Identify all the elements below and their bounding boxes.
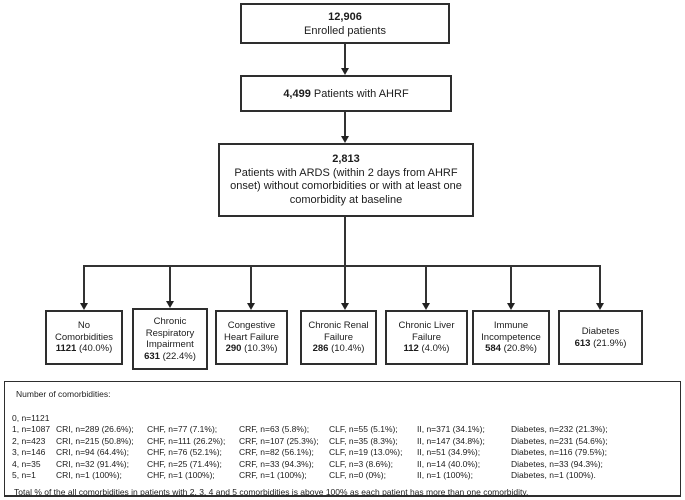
comorbidity-summary-box: Number of comorbidities: 0, n=1121 1, n=… bbox=[4, 381, 681, 497]
arrow-down-icon bbox=[595, 303, 604, 310]
ahrf-line: 4,499 Patients with AHRF bbox=[283, 87, 408, 101]
ahrf-label: Patients with AHRF bbox=[313, 87, 409, 100]
ards-count: 2,813 bbox=[332, 153, 360, 165]
connector-line bbox=[425, 265, 427, 304]
connector-line bbox=[510, 265, 512, 304]
summary-title: Number of comorbidities: bbox=[16, 389, 111, 399]
comorbidity-stat: 1121 (40.0%) bbox=[55, 343, 113, 355]
enrolled-patients-box: 12,906 Enrolled patients bbox=[240, 3, 450, 44]
summary-footnote: Total % of the all comorbidities in pati… bbox=[14, 487, 529, 498]
comorbidity-box-no-comorbidities: No Comorbidities 1121 (40.0%) bbox=[45, 310, 123, 365]
ahrf-count: 4,499 bbox=[283, 87, 311, 100]
arrow-down-icon bbox=[506, 303, 515, 310]
comorbidity-name: Congestive Heart Failure bbox=[224, 320, 279, 343]
summary-row-0: 0, n=1121 bbox=[12, 413, 50, 423]
connector-line bbox=[344, 44, 346, 68]
ahrf-patients-box: 4,499 Patients with AHRF bbox=[240, 75, 452, 112]
comorbidity-box-chronic-renal-failure: Chronic Renal Failure 286 (10.4%) bbox=[300, 310, 377, 365]
comorbidity-name: Chronic Renal Failure bbox=[308, 320, 369, 343]
connector-line bbox=[344, 217, 346, 265]
connector-line bbox=[169, 265, 171, 302]
arrow-down-icon bbox=[340, 303, 349, 310]
comorbidity-box-diabetes: Diabetes 613 (21.9%) bbox=[558, 310, 643, 365]
comorbidity-name: Immune Incompetence bbox=[481, 320, 541, 343]
connector-line bbox=[344, 265, 346, 304]
ards-patients-box: 2,813 Patients with ARDS (within 2 days … bbox=[218, 143, 474, 217]
comorbidity-box-congestive-heart-failure: Congestive Heart Failure 290 (10.3%) bbox=[215, 310, 288, 365]
connector-line bbox=[344, 112, 346, 136]
enrolled-label: Enrolled patients bbox=[304, 24, 386, 37]
arrow-down-icon bbox=[340, 136, 349, 143]
comorbidity-box-chronic-liver-failure: Chronic Liver Failure 112 (4.0%) bbox=[385, 310, 468, 365]
arrow-down-icon bbox=[246, 303, 255, 310]
connector-line bbox=[599, 265, 601, 304]
enrolled-count: 12,906 bbox=[328, 10, 362, 23]
distribution-line bbox=[84, 265, 601, 267]
comorbidity-stat: 286 (10.4%) bbox=[312, 343, 365, 355]
comorbidity-stat: 584 (20.8%) bbox=[485, 343, 537, 355]
comorbidity-name: Chronic Liver Failure bbox=[398, 320, 455, 343]
arrow-down-icon bbox=[165, 301, 174, 308]
comorbidity-name: Diabetes bbox=[581, 326, 620, 337]
comorbidity-name: Chronic Respiratory Impairment bbox=[145, 316, 195, 350]
arrow-down-icon bbox=[421, 303, 430, 310]
connector-line bbox=[83, 265, 85, 304]
comorbidity-box-chronic-respiratory-impairment: Chronic Respiratory Impairment 631 (22.4… bbox=[132, 308, 208, 370]
connector-line bbox=[250, 265, 252, 304]
arrow-down-icon bbox=[340, 68, 349, 75]
comorbidity-stat: 290 (10.3%) bbox=[225, 343, 278, 355]
comorbidity-box-immune-incompetence: Immune Incompetence 584 (20.8%) bbox=[472, 310, 550, 365]
comorbidity-name: No Comorbidities bbox=[54, 320, 114, 343]
arrow-down-icon bbox=[79, 303, 88, 310]
comorbidity-stat: 631 (22.4%) bbox=[144, 350, 196, 362]
ards-label: Patients with ARDS (within 2 days from A… bbox=[230, 166, 462, 206]
comorbidity-stat: 613 (21.9%) bbox=[574, 337, 627, 349]
comorbidity-stat: 112 (4.0%) bbox=[403, 343, 450, 355]
